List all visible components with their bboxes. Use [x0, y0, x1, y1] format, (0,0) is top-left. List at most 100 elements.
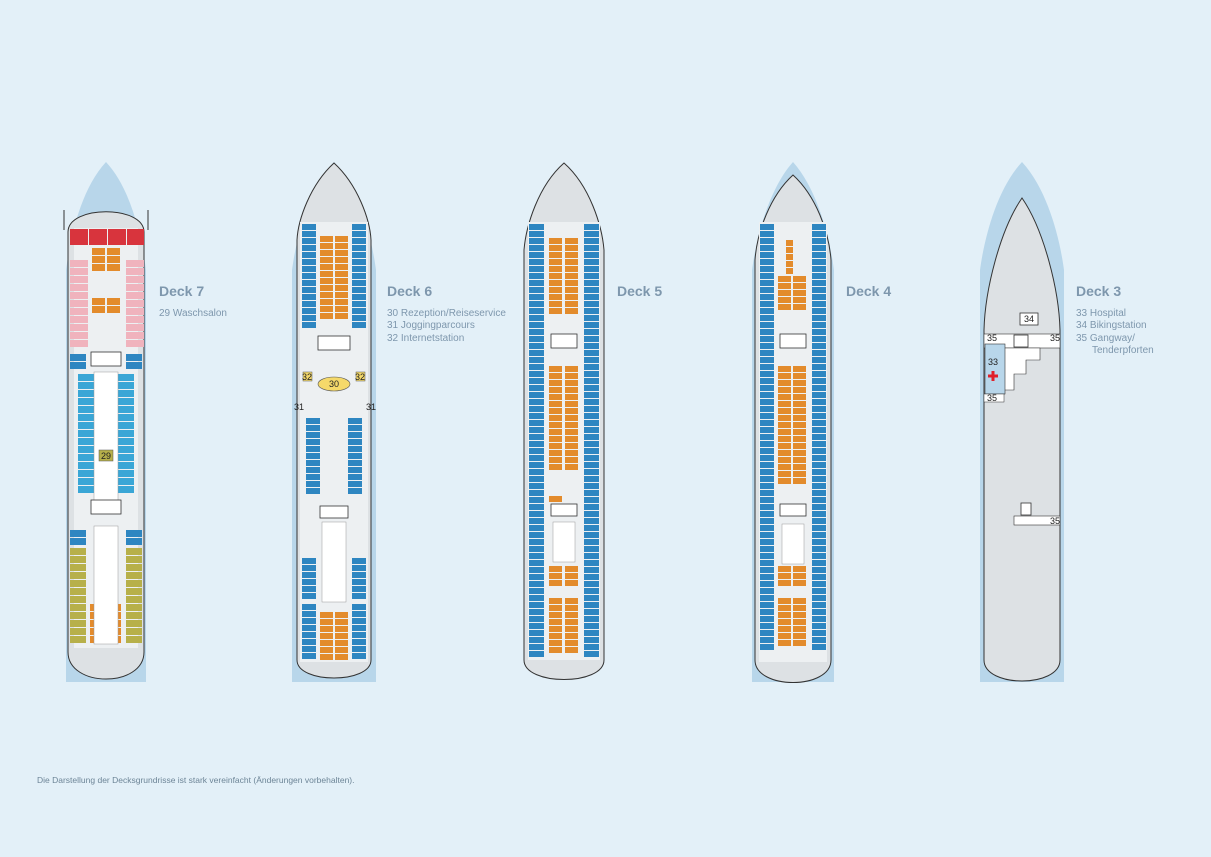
cabin-block — [529, 287, 544, 293]
cabin-block — [549, 464, 562, 470]
cabin-block — [70, 316, 88, 323]
cabin-block — [348, 425, 362, 431]
cabin-block — [584, 336, 599, 342]
cabin-block — [352, 611, 366, 617]
cabin-block — [352, 604, 366, 610]
cabin-block — [70, 284, 88, 291]
deck-3-title: Deck 3 — [1076, 283, 1122, 299]
cabin-block — [352, 322, 366, 328]
cabin-block — [118, 438, 134, 445]
cabin-block — [306, 432, 320, 438]
cabin-block — [584, 567, 599, 573]
cabin-block — [529, 567, 544, 573]
cabin-block — [812, 532, 826, 538]
cabin-block — [812, 364, 826, 370]
cabin-block — [126, 308, 144, 315]
cabin-block — [352, 565, 366, 571]
deck-7-marker-29: 29 — [101, 451, 111, 461]
cabin-block — [812, 301, 826, 307]
cabin-block — [306, 467, 320, 473]
cabin-block — [584, 574, 599, 580]
cabin-block — [107, 298, 120, 305]
cabin-block — [584, 308, 599, 314]
deck-3-marker-35-br: 35 — [1050, 516, 1060, 526]
cabin-block — [584, 630, 599, 636]
cabin-block — [529, 336, 544, 342]
cabin-block — [778, 633, 791, 639]
cabin-block — [760, 560, 774, 566]
cabin-block — [565, 294, 578, 300]
cabin-block — [549, 422, 562, 428]
deck-5-title: Deck 5 — [617, 283, 663, 299]
cabin-block — [793, 394, 806, 400]
cabin-block — [320, 633, 333, 639]
cabin-block — [70, 556, 86, 563]
cabin-block — [584, 252, 599, 258]
deck-6-marker-32-right: 32 — [355, 372, 365, 382]
cabin-block — [320, 306, 333, 312]
cabin-block — [306, 425, 320, 431]
cabin-block — [302, 252, 316, 258]
cabin-block — [760, 343, 774, 349]
cabin-block — [529, 252, 544, 258]
cabin-block — [793, 612, 806, 618]
cabin-block — [529, 553, 544, 559]
cabin-block — [584, 595, 599, 601]
cabin-block — [549, 612, 562, 618]
cabin-block — [778, 415, 791, 421]
cabin-block — [793, 283, 806, 289]
cabin-block — [118, 374, 134, 381]
cabin-block — [549, 366, 562, 372]
cabin-block — [529, 427, 544, 433]
deck-3-marker-33: 33 — [988, 357, 998, 367]
cabin-block — [793, 566, 806, 572]
cabin-block — [352, 287, 366, 293]
cabin-block — [793, 429, 806, 435]
cabin-block — [529, 469, 544, 475]
cabin-block — [78, 414, 94, 421]
cabin-block — [760, 413, 774, 419]
cabin-block — [760, 518, 774, 524]
cabin-block — [760, 511, 774, 517]
cabin-block — [70, 588, 86, 595]
cabin-block — [793, 464, 806, 470]
cabin-block — [760, 259, 774, 265]
cabin-block — [812, 504, 826, 510]
cabin-block — [302, 611, 316, 617]
cabin-block — [565, 387, 578, 393]
cabin-block — [306, 446, 320, 452]
cabin-block — [793, 573, 806, 579]
cabin-block — [335, 654, 348, 660]
cabin-block — [70, 636, 86, 643]
cabin-block — [760, 231, 774, 237]
cabin-block — [529, 490, 544, 496]
cabin-block — [529, 294, 544, 300]
cabin-block — [760, 476, 774, 482]
cabin-block — [352, 259, 366, 265]
cabin-block — [812, 224, 826, 230]
deck-6-plan: 30 32 32 31 31 — [292, 162, 376, 682]
cabin-block — [793, 408, 806, 414]
cabin-block — [302, 273, 316, 279]
cabin-block — [812, 266, 826, 272]
cabin-block — [118, 414, 134, 421]
deck-6-marker-31-left: 31 — [294, 402, 304, 412]
cabin-block — [760, 266, 774, 272]
cabin-block — [549, 259, 562, 265]
cabin-block — [760, 616, 774, 622]
cabin-block — [529, 266, 544, 272]
cabin-block — [70, 292, 88, 299]
cabin-block — [793, 436, 806, 442]
cabin-block — [584, 371, 599, 377]
cabin-block — [306, 474, 320, 480]
cabin-block — [812, 385, 826, 391]
cabin-block — [549, 429, 562, 435]
cabin-block — [70, 332, 88, 339]
cabin-block — [529, 350, 544, 356]
cabin-block — [126, 340, 144, 347]
deck-6-cabins — [302, 224, 366, 660]
cabin-block — [352, 632, 366, 638]
cabin-block — [549, 436, 562, 442]
cabin-block — [760, 595, 774, 601]
cabin-block — [565, 422, 578, 428]
